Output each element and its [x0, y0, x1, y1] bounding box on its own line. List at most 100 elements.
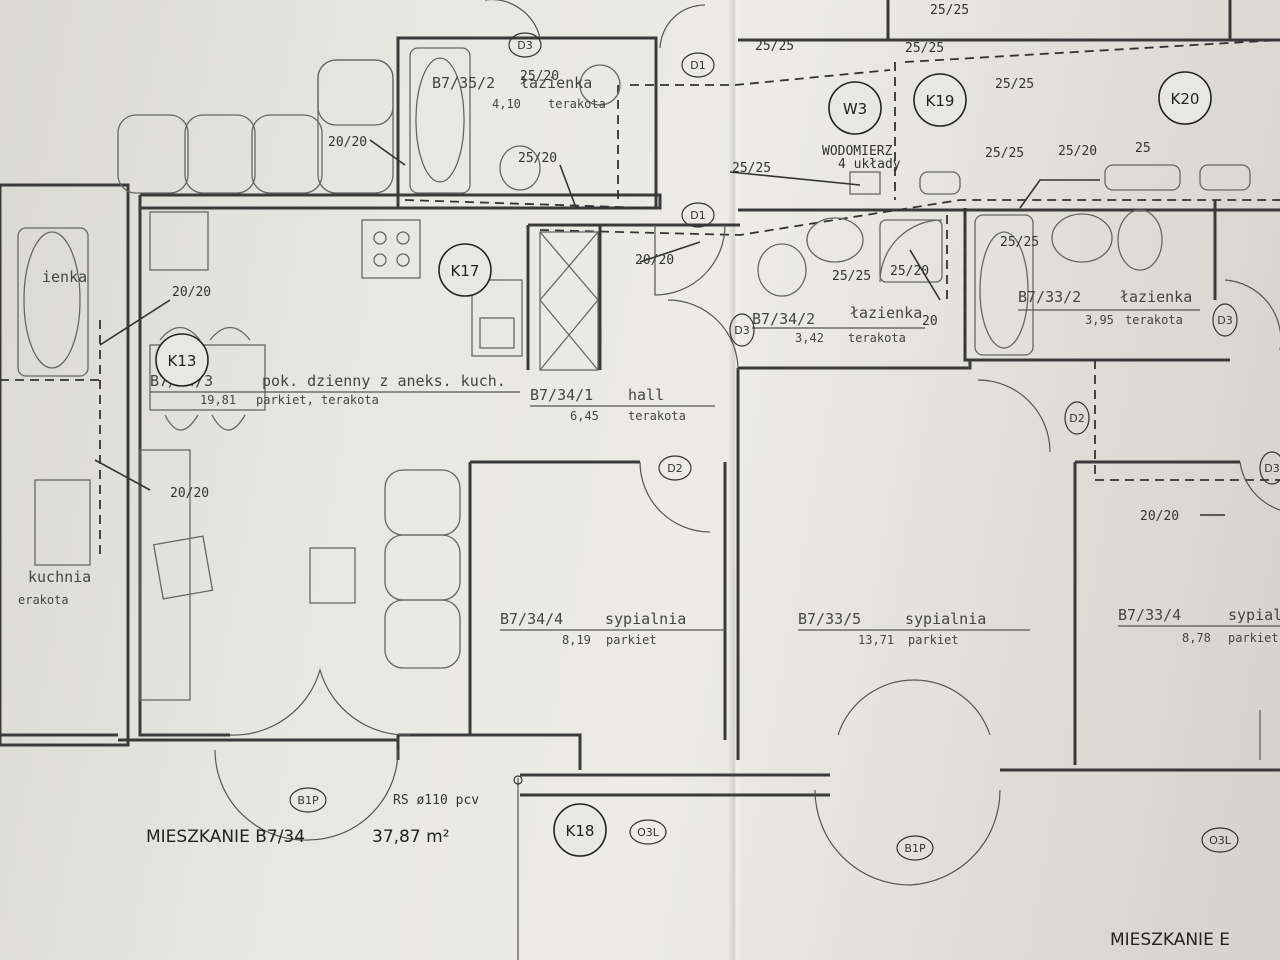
door-swings: [214, 0, 1280, 960]
room-name: łazienka: [850, 304, 922, 322]
label: D2: [1069, 412, 1084, 425]
water-meter-note: WODOMIERZ 4 układy: [822, 144, 901, 172]
label: K17: [451, 262, 480, 280]
door-tag-b1p-right: B1P: [896, 835, 934, 861]
door-tag-d1-mid: D1: [681, 202, 715, 228]
label: D1: [690, 59, 705, 72]
label: K18: [566, 822, 595, 840]
room-code: B7/33/2: [1018, 288, 1081, 306]
label: D3: [1217, 314, 1232, 327]
door-tag-d3-right: D3: [1212, 303, 1238, 337]
tag-k20: K20: [1158, 71, 1212, 125]
room-b7-35-2: B7/35/2 łazienka 4,10 terakota: [432, 74, 606, 111]
room-b7-34-4: B7/34/4 sypialnia 8,19 parkiet: [500, 610, 725, 647]
pipe-label: 25/20: [890, 264, 929, 279]
pipe-label: 25/25: [985, 146, 1024, 161]
door-tags: D1 D1 D2 D2 D3 D3 D3 D3 B1P B1P O3L O3L: [289, 32, 1280, 861]
room-area: 13,71: [858, 633, 894, 647]
room-finish: parkiet: [606, 633, 657, 647]
room-finish: parkiet, terakota: [256, 393, 379, 407]
room-name: sypial: [1228, 606, 1280, 624]
room-code: B7/33/4: [1118, 606, 1181, 624]
room-name: pok. dzienny z aneks. kuch.: [262, 372, 506, 390]
label: K13: [168, 352, 197, 370]
label: D2: [667, 462, 682, 475]
apartment-label-b7-34: MIESZKANIE B7/34 37,87 m²: [146, 827, 449, 847]
label: K20: [1171, 90, 1200, 108]
furniture: [17, 47, 1251, 701]
room-code: B7/34/4: [500, 610, 563, 628]
door-tag-b1p-left: B1P: [289, 787, 327, 813]
tag-k17: K17: [438, 243, 492, 297]
room-code: B7/34/2: [752, 310, 815, 328]
meter-sub-label: 4 układy: [838, 157, 901, 172]
room-area: 19,81: [200, 393, 236, 407]
partial-room-name: ienka: [42, 268, 87, 286]
door-tag-d3-bath: D3: [729, 313, 755, 347]
pipe-label: 20/20: [170, 486, 209, 501]
label: D3: [734, 324, 749, 337]
door-tag-d1-top: D1: [681, 52, 715, 78]
section-tags: K13 K17 K18 K19 K20 W3: [155, 71, 1212, 857]
door-tag-d3-far: D3: [1259, 451, 1280, 485]
room-b7-33-2: B7/33/2 łazienka 3,95 terakota: [1018, 288, 1200, 327]
tag-k19: K19: [913, 73, 967, 127]
pipe-label: 25: [1135, 141, 1151, 156]
door-tag-d3-top: D3: [508, 32, 542, 58]
pipe-label: 25/20: [1058, 144, 1097, 159]
room-area: 3,95: [1085, 313, 1114, 327]
pipe-label: 25/25: [995, 77, 1034, 92]
pipe-label: 20/20: [635, 253, 674, 268]
pipe-label: 25/25: [832, 269, 871, 284]
tag-k18: K18: [553, 803, 607, 857]
apartment-name: MIESZKANIE B7/34: [146, 827, 305, 847]
pipe-label: 25/20: [518, 151, 557, 166]
room-b7-34-3: B7/34/3 pok. dzienny z aneks. kuch. 19,8…: [150, 372, 520, 407]
room-finish: terakota: [548, 97, 606, 111]
tag-w3: W3: [828, 81, 882, 135]
pipe-label: 25/25: [905, 41, 944, 56]
apartment-name: MIESZKANIE E: [1110, 930, 1230, 950]
partial-room-name: kuchnia: [28, 568, 91, 586]
pipe-label: 20/20: [328, 135, 367, 150]
label: B1P: [297, 794, 319, 807]
room-b7-33-5: B7/33/5 sypialnia 13,71 parkiet: [798, 610, 1030, 647]
room-area: 3,42: [795, 331, 824, 345]
room-code: B7/33/5: [798, 610, 861, 628]
room-finish: parkiet: [1228, 631, 1279, 645]
label: D1: [690, 209, 705, 222]
room-finish: terakota: [1125, 313, 1183, 327]
room-name: łazienka: [1120, 288, 1192, 306]
label: O3L: [1209, 834, 1232, 847]
room-finish: parkiet: [908, 633, 959, 647]
meter-label: WODOMIERZ: [822, 144, 893, 159]
label: D3: [1264, 462, 1279, 475]
room-b7-34-2: B7/34/2 łazienka 3,42 terakota: [752, 304, 925, 345]
label: W3: [843, 100, 867, 118]
room-code: B7/34/1: [530, 386, 593, 404]
riser-label: RS ø110 pcv: [393, 793, 479, 808]
room-area: 8,19: [562, 633, 591, 647]
pipe-label: 20/20: [172, 285, 211, 300]
label: D3: [517, 39, 532, 52]
room-b7-34-1: B7/34/1 hall 6,45 terakota: [530, 386, 715, 423]
door-tag-o3l-right: O3L: [1201, 827, 1239, 853]
pipe-label: 20/20: [1140, 509, 1179, 524]
pipe-label: 25/25: [1000, 235, 1039, 250]
pipe-leaders: [94, 139, 1225, 516]
room-name: łazienka: [520, 74, 592, 92]
room-area: 6,45: [570, 409, 599, 423]
partial-room-finish: erakota: [18, 593, 69, 607]
pipe-routes: [0, 39, 1280, 560]
room-finish: terakota: [848, 331, 906, 345]
room-area: 8,78: [1182, 631, 1211, 645]
walls: [0, 0, 1280, 797]
room-name: hall: [628, 386, 664, 404]
pipe-label: 20: [922, 314, 938, 329]
pipe-label: 25/25: [732, 161, 771, 176]
room-area: 4,10: [492, 97, 521, 111]
label: O3L: [637, 826, 660, 839]
tag-k13: K13: [155, 333, 209, 387]
